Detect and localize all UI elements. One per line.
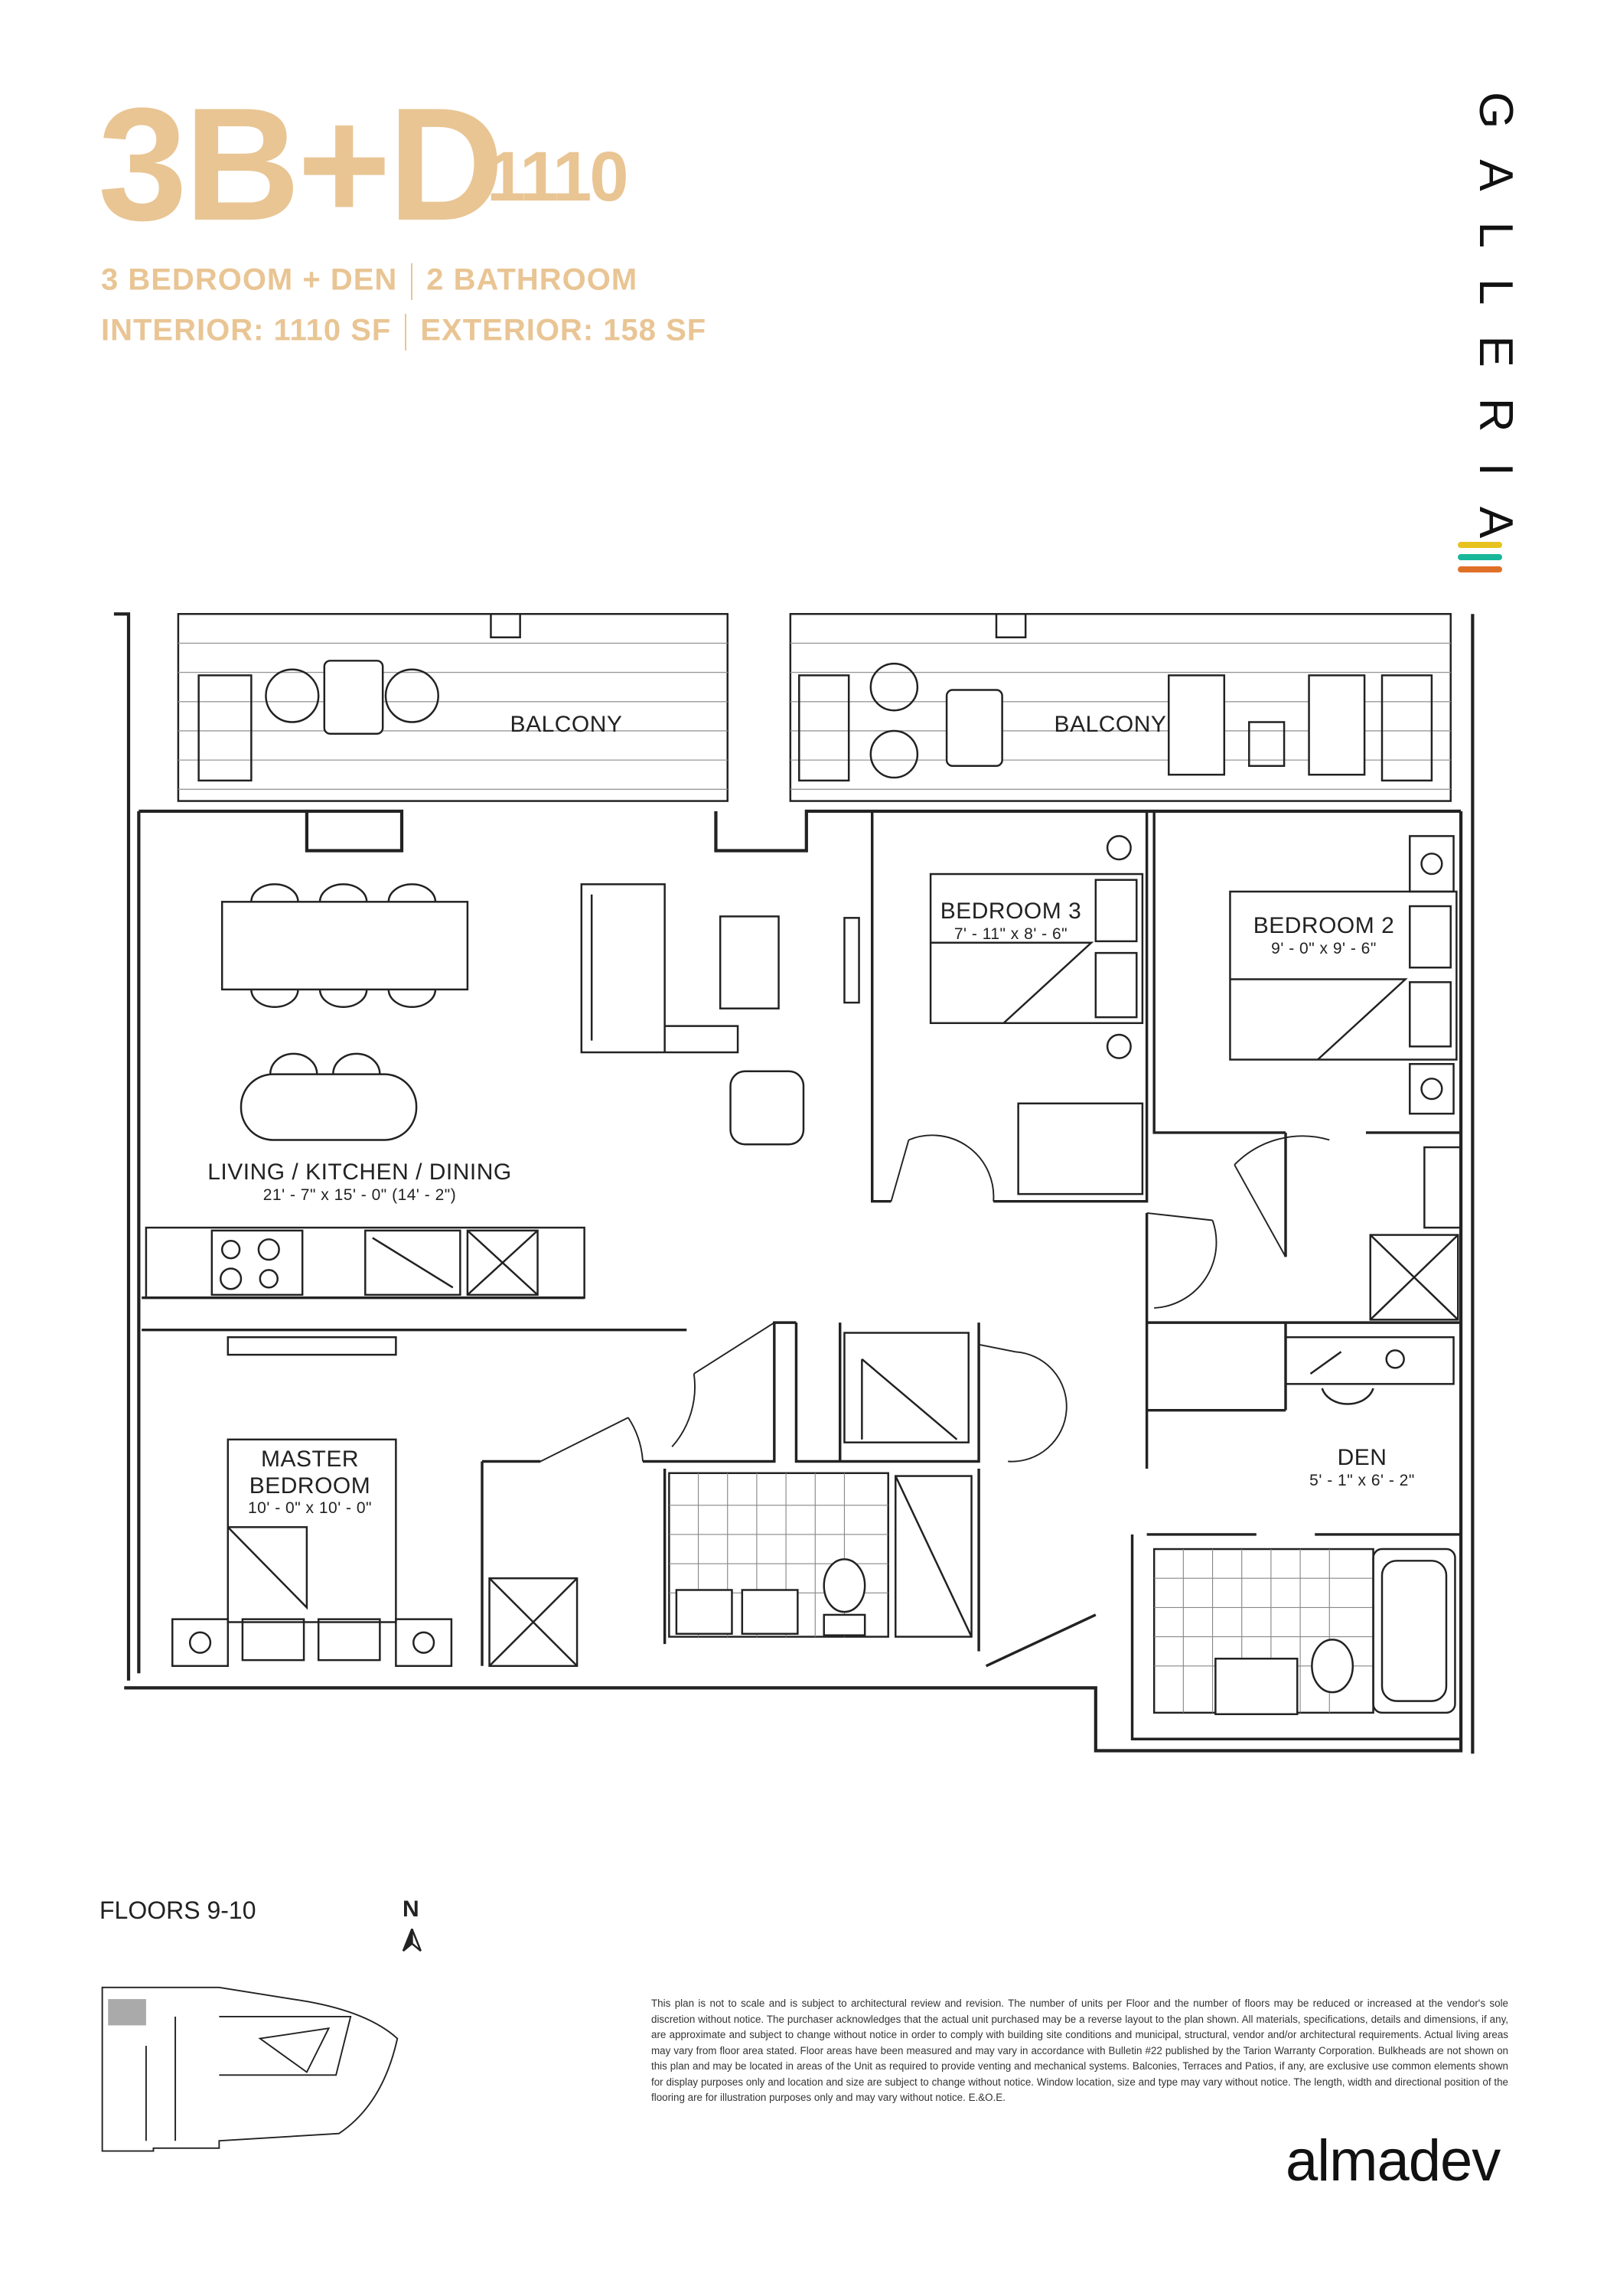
bedroom3-name: BEDROOM 3 [940,899,1082,924]
logo-bar-orange [1458,566,1502,572]
north-arrow-icon [402,1928,422,1952]
north-label: N [403,1896,419,1922]
master-name-line2: BEDROOM [249,1473,371,1499]
interior-area: INTERIOR: 1110 SF [101,313,392,347]
bedroom3-label: BEDROOM 3 7' - 11" x 8' - 6" [940,899,1082,944]
sofa [580,883,860,1146]
balcony-left-label: BALCONY [510,712,623,737]
bedroom2-dimensions: 9' - 0" x 9' - 6" [1271,939,1377,957]
unit-area-summary: INTERIOR: 1110 SF EXTERIOR: 158 SF [101,314,706,351]
floors-label: FLOORS 9-10 [99,1896,256,1924]
master-bedroom-label: MASTER BEDROOM 10' - 0" x 10' - 0" [248,1446,372,1518]
living-dimensions: 21' - 7" x 15' - 0" (14' - 2") [262,1186,457,1204]
bedroom2-bed [1229,835,1462,1321]
den-bathroom [1152,1548,1456,1716]
exterior-area: EXTERIOR: 158 SF [420,313,707,347]
den-name: DEN [1337,1445,1387,1470]
logo-bar-teal [1458,554,1502,560]
living-label: LIVING / KITCHEN / DINING 21' - 7" x 15'… [207,1159,512,1205]
divider [411,263,413,300]
bedroom2-label: BEDROOM 2 9' - 0" x 9' - 6" [1253,913,1395,958]
bathroom-count: 2 BATHROOM [426,263,638,297]
almadev-logo: almadev [1286,2128,1501,2193]
divider [405,314,407,351]
bedroom3-bed [929,835,1144,1195]
den-dimensions: 5' - 1" x 6' - 2" [1309,1471,1415,1489]
kitchen-counter [145,1226,585,1356]
disclaimer-text: This plan is not to scale and is subject… [651,1998,1508,2103]
unit-type-title: 3B+D [98,74,504,254]
bedroom3-dimensions: 7' - 11" x 8' - 6" [953,925,1068,943]
balcony-right-label: BALCONY [1054,712,1167,737]
bedroom-count: 3 BEDROOM + DEN [101,263,398,297]
unit-rooms-summary: 3 BEDROOM + DEN 2 BATHROOM [101,263,637,300]
living-name: LIVING / KITCHEN / DINING [207,1159,512,1185]
master-dimensions: 10' - 0" x 10' - 0" [248,1499,372,1517]
master-ensuite [668,1332,973,1638]
master-name-line1: MASTER [260,1446,359,1472]
den-label: DEN 5' - 1" x 6' - 2" [1309,1445,1415,1490]
door-swings [539,1134,1330,1463]
exterior-walls [113,612,1475,1754]
key-plan [101,1986,399,2152]
logo-bar-yellow [1458,542,1502,548]
dining-table [220,883,469,1141]
den-desk [1284,1336,1455,1405]
balcony-left [177,612,729,802]
balcony-right [789,612,1452,802]
master-bed [171,1438,579,1668]
interior-walls [142,810,1462,1740]
bedroom2-name: BEDROOM 2 [1253,913,1395,938]
unit-number: 1110 [487,138,629,216]
